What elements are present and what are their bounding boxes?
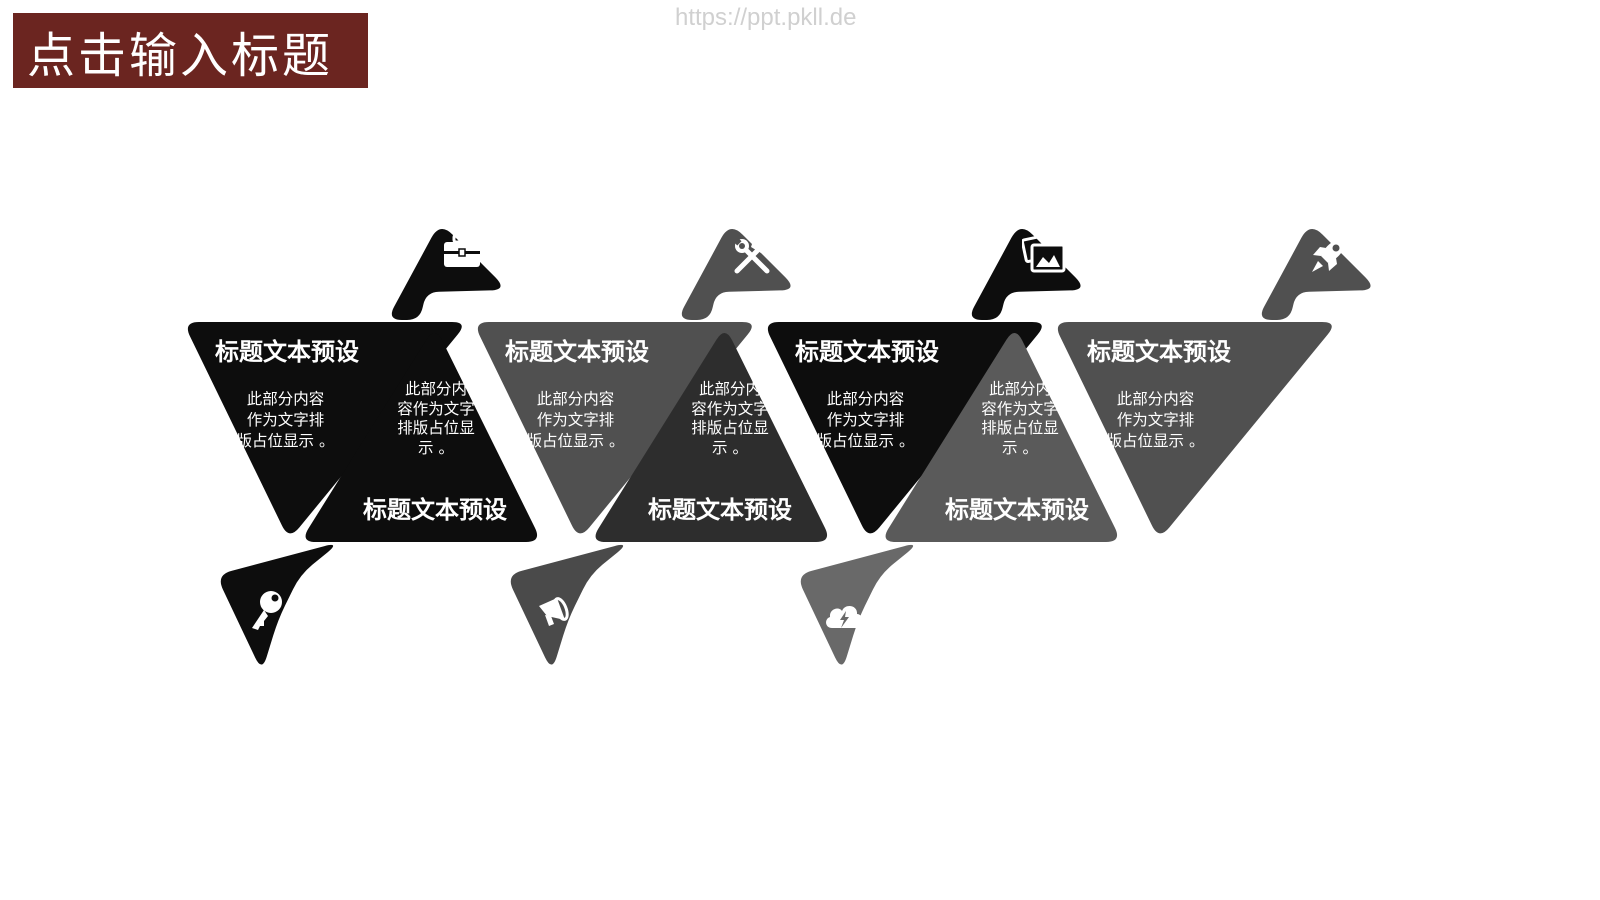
lower-step-3-triangle [885,332,1118,542]
lower-step-3-heading: 标题文本预设 [945,496,1089,524]
lower-step-1-heading: 标题文本预设 [363,496,507,524]
key-icon [252,591,282,630]
watermark: https://ppt.pkll.de [675,4,857,31]
step-2-tab [681,229,791,320]
step-1-triangle [187,322,462,534]
step-2-heading: 标题文本预设 [505,338,649,366]
step-1-heading: 标题文本预设 [215,338,359,366]
step-4-heading: 标题文本预设 [1087,338,1231,366]
lower-step-2-heading: 标题文本预设 [648,496,792,524]
lower-step-2-tab [510,544,624,665]
lower-step-3-body: 此部分内 容作为文字 排版占位显 示 。 [981,380,1059,457]
step-4-body: 此部分内容 作为文字排 版占位显示 。 [1106,390,1205,450]
rocket-icon [1312,238,1346,272]
lower-step-1-body: 此部分内 容作为文字 排版占位显 示 。 [397,380,475,457]
step-2-body: 此部分内容 作为文字排 版占位显示 。 [526,390,625,450]
megaphone-icon [539,597,569,626]
slide-title: 点击输入标题 [13,13,368,88]
briefcase-icon [444,233,480,267]
step-2-triangle [477,322,752,534]
lower-step-3-tab [800,544,914,665]
picture-icon [1022,233,1066,273]
step-4-triangle [1057,322,1332,534]
step-1-body: 此部分内容 作为文字排 版占位显示 。 [236,390,335,450]
step-3-triangle [767,322,1042,534]
lower-step-1-triangle [305,332,538,542]
lower-step-2-triangle [595,332,828,542]
step-1-tab [391,229,501,320]
step-4-tab [1261,229,1371,320]
cloud-lightning-icon [826,605,863,628]
step-3-heading: 标题文本预设 [795,338,939,366]
tools-icon [733,237,770,274]
lower-step-2-body: 此部分内 容作为文字 排版占位显 示 。 [691,380,769,457]
step-3-tab [971,229,1081,320]
step-3-body: 此部分内容 作为文字排 版占位显示 。 [816,390,915,450]
